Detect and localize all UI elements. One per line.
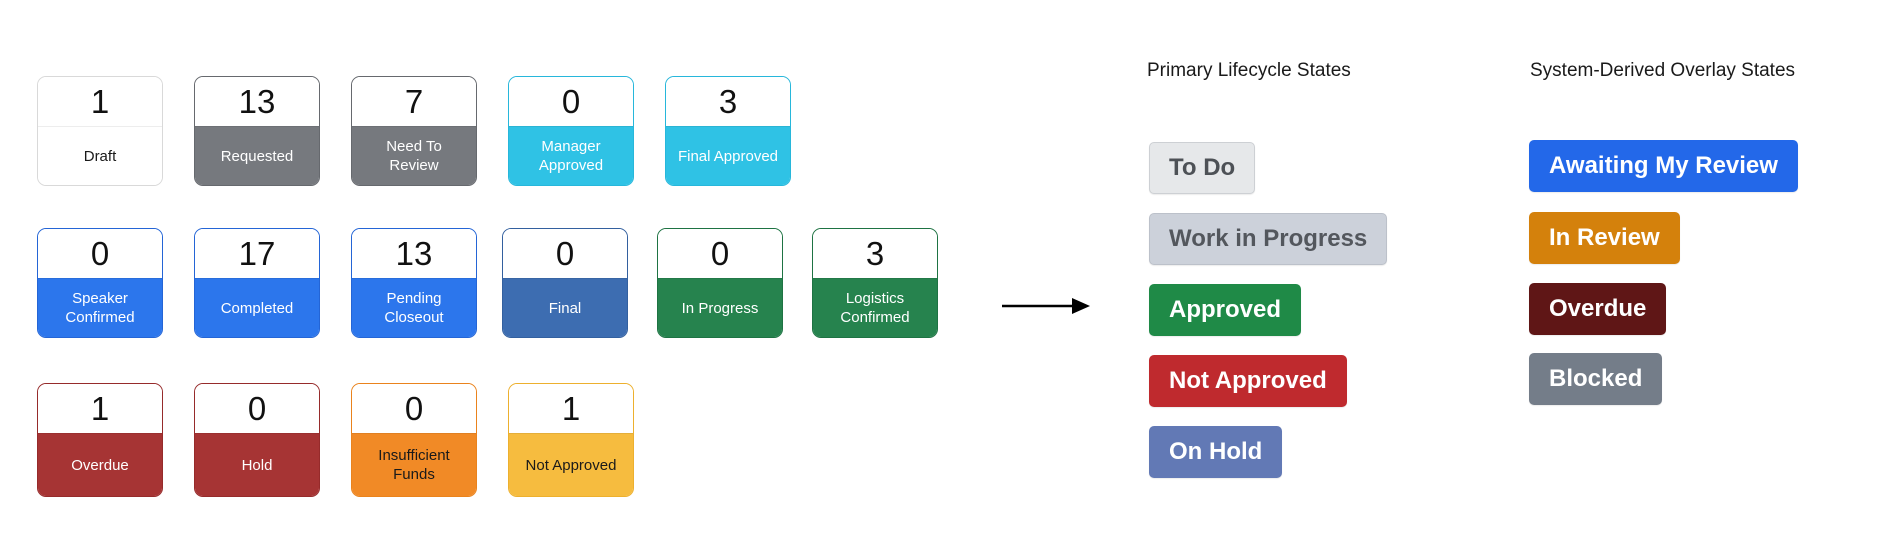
- arrow-right-icon: [1002, 298, 1090, 314]
- status-card-completed: 17 Completed: [194, 228, 320, 338]
- card-label: Completed: [195, 278, 319, 337]
- badge-approved: Approved: [1149, 284, 1302, 336]
- card-label: Insufficient Funds: [352, 433, 476, 496]
- status-card-speaker-confirmed: 0 Speaker Confirmed: [37, 228, 163, 338]
- card-count: 0: [352, 384, 476, 433]
- card-label: Final: [503, 278, 627, 337]
- card-count: 1: [509, 384, 633, 433]
- overlay-states-header: System-Derived Overlay States: [1530, 60, 1796, 81]
- card-count: 0: [38, 229, 162, 278]
- card-count: 0: [658, 229, 782, 278]
- card-label: Pending Closeout: [352, 278, 476, 337]
- card-label: Overdue: [38, 433, 162, 496]
- status-card-need-to-review: 7 Need To Review: [351, 76, 477, 186]
- card-label: Speaker Confirmed: [38, 278, 162, 337]
- status-card-final-approved: 3 Final Approved: [665, 76, 791, 186]
- status-card-final: 0 Final: [502, 228, 628, 338]
- card-label: Final Approved: [666, 126, 790, 185]
- status-card-pending-closeout: 13 Pending Closeout: [351, 228, 477, 338]
- status-card-requested: 13 Requested: [194, 76, 320, 186]
- card-label: Manager Approved: [509, 126, 633, 185]
- card-label: Hold: [195, 433, 319, 496]
- card-count: 3: [666, 77, 790, 126]
- status-card-draft: 1 Draft: [37, 76, 163, 186]
- badge-in-review: In Review: [1529, 212, 1680, 264]
- badge-awaiting-my-review: Awaiting My Review: [1529, 140, 1798, 192]
- card-count: 1: [38, 384, 162, 433]
- badge-overdue: Overdue: [1529, 283, 1667, 335]
- status-card-in-progress: 0 In Progress: [657, 228, 783, 338]
- badge-to-do: To Do: [1149, 142, 1256, 194]
- card-count: 13: [352, 229, 476, 278]
- card-label: Not Approved: [509, 433, 633, 496]
- card-count: 1: [38, 77, 162, 126]
- card-count: 13: [195, 77, 319, 126]
- card-label: In Progress: [658, 278, 782, 337]
- card-count: 0: [195, 384, 319, 433]
- card-count: 0: [503, 229, 627, 278]
- card-count: 3: [813, 229, 937, 278]
- status-card-insufficient-funds: 0 Insufficient Funds: [351, 383, 477, 497]
- card-count: 7: [352, 77, 476, 126]
- card-label: Need To Review: [352, 126, 476, 185]
- status-card-hold: 0 Hold: [194, 383, 320, 497]
- status-card-manager-approved: 0 Manager Approved: [508, 76, 634, 186]
- card-count: 0: [509, 77, 633, 126]
- primary-states-header: Primary Lifecycle States: [1147, 60, 1351, 81]
- badge-blocked: Blocked: [1529, 353, 1663, 405]
- badge-on-hold: On Hold: [1149, 426, 1283, 478]
- card-label: Draft: [38, 126, 162, 185]
- status-card-logistics-confirmed: 3 Logistics Confirmed: [812, 228, 938, 338]
- badge-work-in-progress: Work in Progress: [1149, 213, 1388, 265]
- status-card-not-approved: 1 Not Approved: [508, 383, 634, 497]
- card-label: Requested: [195, 126, 319, 185]
- card-label: Logistics Confirmed: [813, 278, 937, 337]
- card-count: 17: [195, 229, 319, 278]
- badge-not-approved: Not Approved: [1149, 355, 1347, 407]
- status-card-overdue: 1 Overdue: [37, 383, 163, 497]
